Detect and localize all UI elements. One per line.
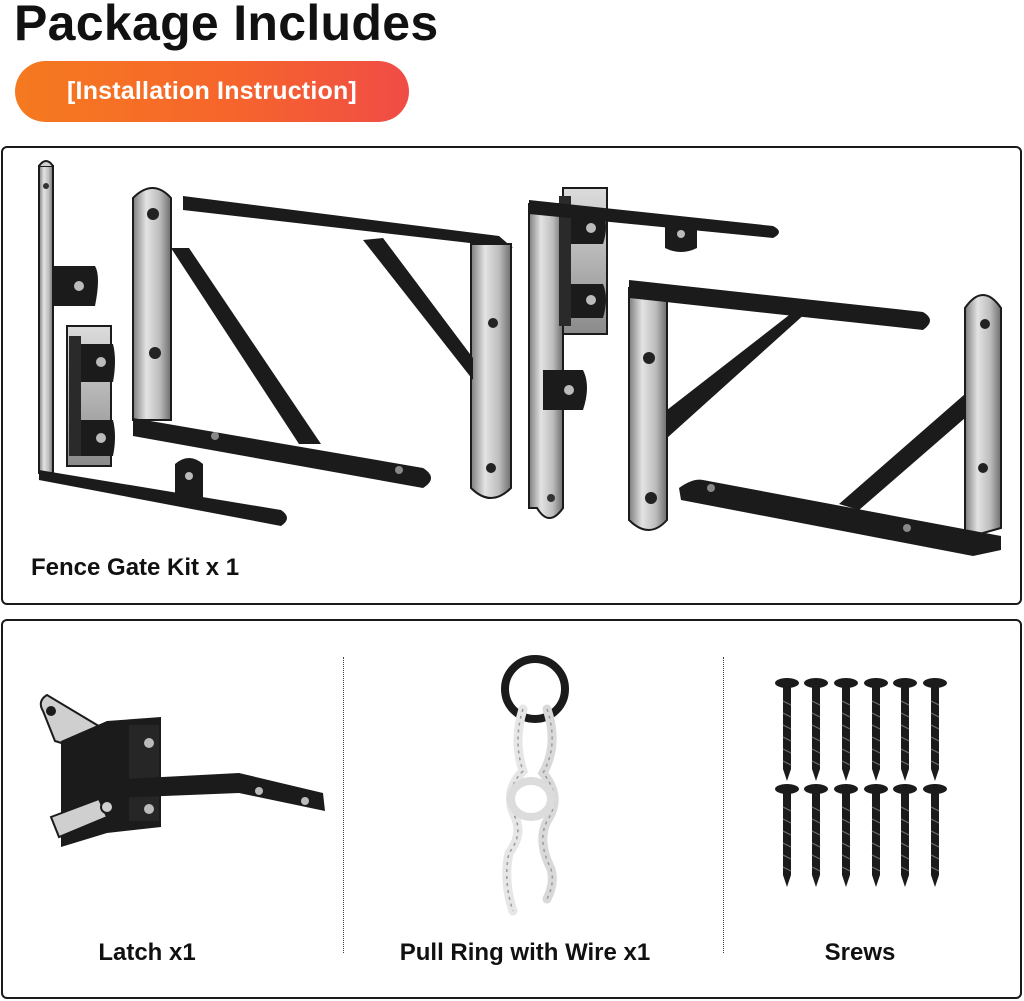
- hinge-bracket-right: [528, 187, 779, 519]
- screws-illustration: [775, 678, 947, 887]
- installation-instruction-badge[interactable]: [Installation Instruction]: [15, 61, 409, 122]
- latch-illustration: [39, 693, 325, 847]
- hinge-bracket-left: [38, 160, 287, 526]
- fence-gate-kit-caption: Fence Gate Kit x 1: [31, 554, 240, 581]
- parts-illustration: [39, 655, 947, 916]
- fence-gate-kit-illustration: [38, 160, 1002, 556]
- parts-divider-2: [723, 657, 724, 953]
- installation-instruction-label: [Installation Instruction]: [67, 77, 357, 105]
- parts-divider-1: [343, 657, 344, 953]
- pull-ring-caption: Pull Ring with Wire x1: [399, 939, 651, 966]
- parts-panel: Latch x1 Pull Ring with Wire x1 Srews: [1, 619, 1022, 999]
- corner-brace-left: [132, 187, 513, 499]
- fence-gate-kit-panel: Fence Gate Kit x 1: [1, 146, 1022, 605]
- screws-caption: Srews: [824, 939, 896, 966]
- pull-ring-illustration: [501, 655, 569, 916]
- page-title: Package Includes: [14, 0, 439, 51]
- latch-caption: Latch x1: [98, 939, 196, 966]
- corner-brace-right: [628, 280, 1002, 556]
